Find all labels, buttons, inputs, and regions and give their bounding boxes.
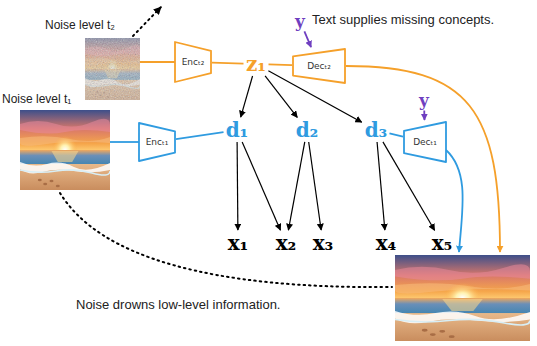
output-image	[395, 255, 530, 341]
latent-variable: z₁	[245, 53, 268, 75]
variable-label: z₁	[246, 54, 266, 74]
encoder-block: Encₜ₁	[139, 123, 175, 161]
block-label: Encₜ₁	[146, 138, 169, 147]
connector	[265, 76, 297, 118]
connector	[268, 63, 292, 66]
latent-variable: d₁	[225, 119, 250, 141]
connector	[237, 142, 239, 230]
observed-variable: x₅	[431, 232, 454, 254]
connector	[242, 142, 280, 230]
text-condition: y	[418, 91, 430, 110]
beach-image	[20, 110, 110, 190]
connector	[212, 63, 244, 64]
observed-variable: x₁	[227, 232, 250, 254]
noisy-image	[85, 38, 140, 100]
image-wire	[110, 141, 140, 143]
variable-label: x₅	[432, 233, 453, 253]
annotation-note: Text supplies missing concepts.	[312, 13, 494, 28]
decoder-block: Decₜ₂	[293, 49, 345, 83]
annotation-note: Noise drowns low-level information.	[76, 298, 280, 313]
encoder-block: Encₜ₂	[175, 42, 211, 82]
connector	[377, 142, 385, 230]
variable-label: d₃	[365, 120, 388, 140]
text-condition: y	[294, 12, 306, 31]
variable-label: x₄	[376, 233, 397, 253]
variable-label: d₁	[226, 120, 249, 140]
connector	[389, 133, 403, 136]
variable-label: x₃	[313, 233, 334, 253]
block-label: Decₜ₂	[307, 62, 331, 71]
decoder-block: Decₜ₁	[404, 122, 446, 162]
observed-variable: x₃	[312, 232, 335, 254]
connector	[423, 111, 425, 121]
observed-variable: x₄	[375, 232, 398, 254]
image-wire	[140, 61, 176, 63]
connector	[288, 142, 304, 230]
variable-label: y	[419, 92, 429, 109]
observed-variable: x₂	[275, 232, 298, 254]
noise-level-label: Noise level t₁	[2, 93, 71, 107]
noise-level-label: Noise level t₂	[45, 19, 115, 33]
block-label: Decₜ₁	[413, 138, 437, 147]
dotted-curve	[60, 193, 392, 287]
variable-label: d₂	[296, 120, 319, 140]
connector	[304, 31, 311, 47]
connector	[309, 142, 321, 230]
dotted-arrow	[133, 7, 161, 36]
decoder-output	[346, 66, 500, 252]
variable-label: x₁	[228, 233, 249, 253]
connector	[241, 76, 253, 117]
variable-label: x₂	[276, 233, 297, 253]
block-label: Encₜ₂	[182, 58, 205, 67]
latent-variable: d₂	[295, 119, 320, 141]
latent-variable: d₃	[364, 119, 389, 141]
variable-label: y	[295, 13, 305, 30]
connector	[176, 132, 224, 139]
